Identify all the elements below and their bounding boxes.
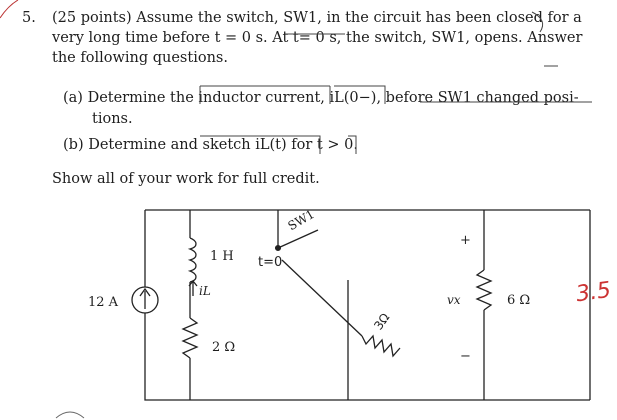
minus-sign: − <box>460 349 471 364</box>
source-label: 12 A <box>88 295 119 310</box>
part-a-line-2: tions. <box>92 111 133 127</box>
voltage-label: vx <box>447 293 461 307</box>
margin-note: 3.5 <box>574 277 613 308</box>
plus-sign: + <box>460 233 471 248</box>
question-line-3: the following questions. <box>52 50 228 66</box>
instruction-text: Show all of your work for full credit. <box>52 171 320 187</box>
switch-time-label: t=0 <box>258 255 283 270</box>
current-label: iL <box>199 284 211 298</box>
question-number: 5. <box>22 10 36 26</box>
question-line-1: (25 points) Assume the switch, SW1, in t… <box>52 10 582 26</box>
part-b-text: (b) Determine and sketch iL(t) for t > 0… <box>63 137 358 153</box>
inductor-label: 1 H <box>210 249 234 264</box>
resistor-6-label: 6 Ω <box>507 293 531 308</box>
question-line-2: very long time before t = 0 s. At t= 0 s… <box>52 30 583 46</box>
resistor-2-label: 2 Ω <box>212 340 236 355</box>
